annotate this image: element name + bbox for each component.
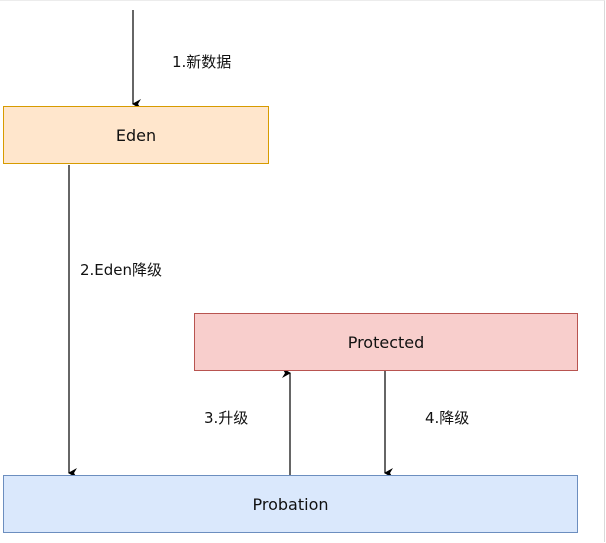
eden-node: Eden — [3, 106, 269, 164]
protected-node: Protected — [194, 313, 578, 371]
demote-label: 4.降级 — [424, 407, 471, 428]
probation-node: Probation — [3, 475, 578, 533]
eden-label: Eden — [115, 125, 157, 145]
eden-demote-label: 2.Eden降级 — [79, 259, 164, 280]
probation-label: Probation — [252, 494, 329, 514]
protected-label: Protected — [347, 332, 425, 352]
new-data-label: 1.新数据 — [171, 51, 233, 72]
promote-label: 3.升级 — [203, 407, 250, 428]
